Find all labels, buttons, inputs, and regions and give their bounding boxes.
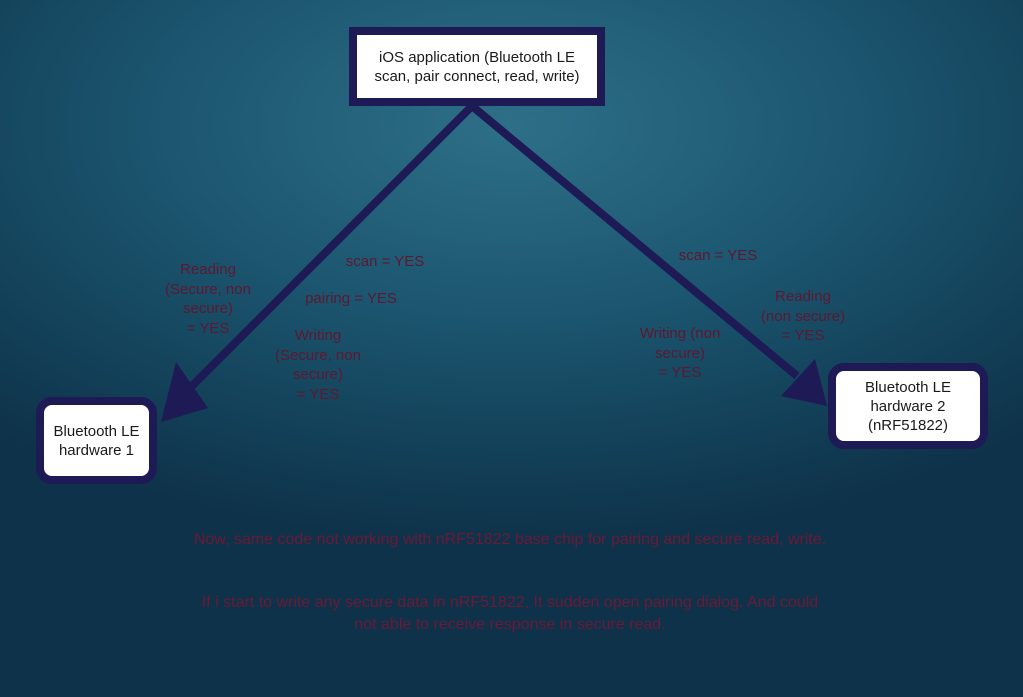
left-reading-line-2: (Secure, non — [165, 280, 251, 298]
hw2-node-line-1: Bluetooth LE — [865, 378, 951, 396]
note-pairing-dialog: If i start to write any secure data in n… — [60, 592, 960, 636]
left-writing-line-3: secure) — [292, 366, 344, 383]
hw1-node-line-2: hardware 1 — [58, 441, 135, 459]
left-pairing-label: pairing = YES — [305, 290, 397, 307]
left-writing-line-1: Writing — [294, 327, 342, 344]
ios-application-node: iOS application (Bluetooth LE scan, pair… — [349, 27, 605, 106]
right-writing-label: Writing (non secure) = YES — [628, 324, 732, 383]
hw1-node-line-1: Bluetooth LE — [53, 422, 140, 440]
ios-node-line-1: iOS application (Bluetooth LE — [379, 48, 575, 66]
right-writing-line-3: = YES — [658, 364, 702, 381]
left-reading-label: Reading (Secure, non secure) = YES — [150, 260, 266, 338]
right-writing-line-1: Writing (non — [639, 325, 721, 342]
hardware-2-node: Bluetooth LE hardware 2 (nRF51822) — [828, 363, 988, 449]
ios-node-line-2: scan, pair connect, read, write) — [374, 67, 580, 85]
arrow-left-shaft — [189, 103, 475, 389]
left-reading-line-1: Reading — [180, 261, 236, 278]
left-writing-label: Writing (Secure, non secure) = YES — [260, 326, 376, 404]
right-scan-label: scan = YES — [678, 247, 758, 264]
hw2-node-line-3: (nRF51822) — [867, 416, 949, 434]
arrow-right-head — [781, 359, 827, 406]
note-pairing-dialog-line-2: not able to receive response in secure r… — [354, 616, 666, 633]
right-writing-line-2: secure) — [654, 344, 706, 362]
arrow-right-shaft — [469, 102, 800, 380]
hardware-1-node: Bluetooth LE hardware 1 — [36, 397, 157, 484]
right-reading-label: Reading (non secure) = YES — [748, 287, 858, 346]
left-writing-line-4: = YES — [296, 385, 340, 403]
left-reading-line-3: secure) — [182, 300, 234, 317]
left-writing-line-2: (Secure, non — [275, 346, 361, 364]
right-reading-line-3: = YES — [781, 327, 825, 344]
arrow-left-head — [161, 362, 208, 422]
right-reading-line-2: (non secure) — [760, 307, 846, 325]
note-pairing-dialog-line-1: If i start to write any secure data in n… — [201, 594, 819, 611]
right-reading-line-1: Reading — [775, 288, 831, 305]
left-reading-line-4: = YES — [186, 319, 230, 337]
hw2-node-line-2: hardware 2 — [870, 397, 946, 415]
note-not-working: Now, same code not working with nRF51822… — [193, 531, 827, 548]
left-scan-label: scan = YES — [345, 253, 425, 270]
